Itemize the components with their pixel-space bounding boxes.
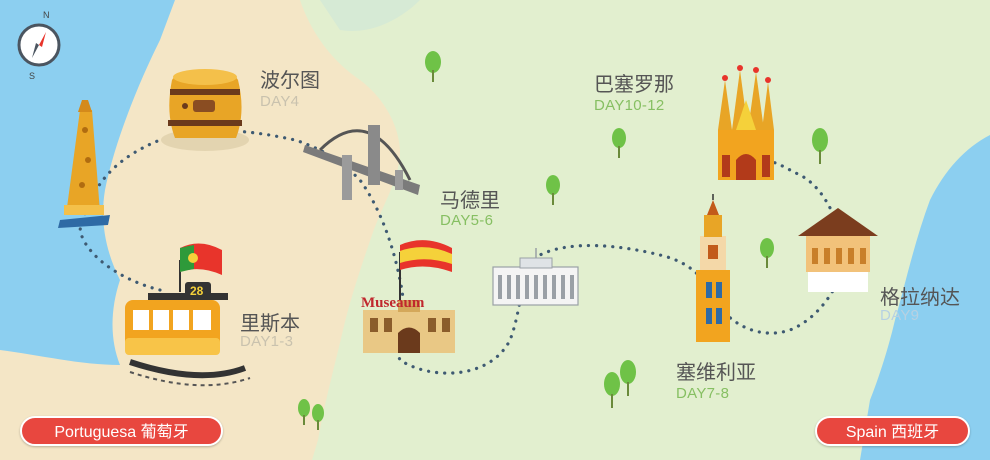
museum-sign: Museaum xyxy=(361,295,425,311)
bay xyxy=(320,0,420,31)
lisbon-tram-icon xyxy=(125,243,251,387)
city-name: 里斯本 xyxy=(240,311,300,335)
city-days: DAY1-3 xyxy=(240,333,294,350)
legend-spain: Spain 西班牙 xyxy=(815,416,970,446)
city-days: DAY10-12 xyxy=(594,97,665,114)
tram-number: 28 xyxy=(190,284,204,298)
city-name: 塞维利亚 xyxy=(676,360,756,384)
barcelona-sagrada-icon xyxy=(718,65,774,180)
city-name: 格拉纳达 xyxy=(880,285,960,309)
madrid-museum-icon xyxy=(363,240,455,353)
compass-north: N xyxy=(43,10,50,20)
city-name: 巴塞罗那 xyxy=(594,72,674,96)
portugal-land xyxy=(0,0,400,460)
compass-icon xyxy=(17,23,61,67)
city-name: 马德里 xyxy=(440,188,500,212)
seville-giralda-icon xyxy=(696,194,730,342)
city-days: DAY7-8 xyxy=(676,385,730,402)
city-name: 波尔图 xyxy=(260,68,320,92)
city-days: DAY4 xyxy=(260,93,300,110)
madrid-palace-icon xyxy=(492,248,579,306)
city-days: DAY9 xyxy=(880,307,920,324)
lisbon-monument-icon xyxy=(58,100,110,228)
compass: N S xyxy=(16,10,62,81)
porto-barrel-icon xyxy=(161,69,249,151)
legend-portugal: Portuguesa 葡萄牙 xyxy=(20,416,223,446)
city-days: DAY5-6 xyxy=(440,212,494,229)
compass-south: S xyxy=(29,71,36,81)
tree-icons xyxy=(298,51,828,430)
granada-alhambra-icon xyxy=(798,208,878,292)
porto-bridge-icon xyxy=(303,125,420,200)
